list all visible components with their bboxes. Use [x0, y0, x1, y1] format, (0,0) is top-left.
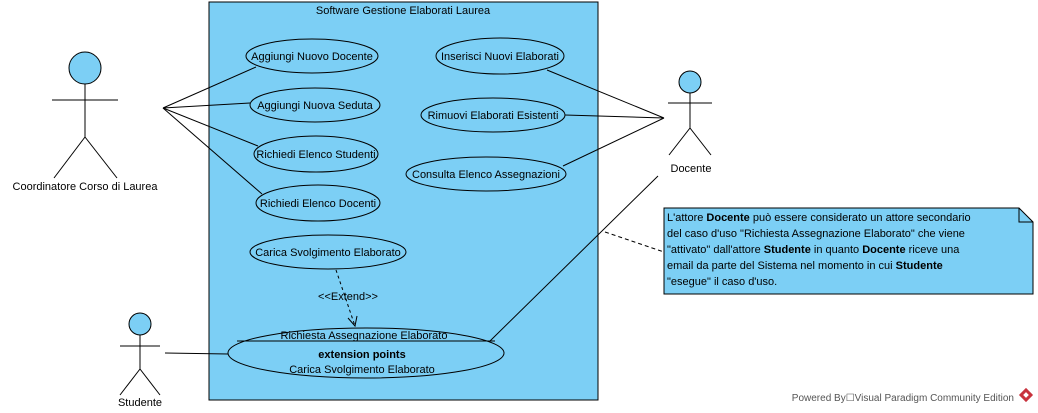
actor-docente[interactable] — [668, 70, 712, 156]
actor-label-studente: Studente — [118, 397, 162, 409]
note-line-3: "attivato" dall'attore Studente in quant… — [667, 244, 960, 256]
note-line-1: L'attore Docente può essere considerato … — [667, 212, 971, 224]
assoc-coord-aggiungi-seduta — [162, 102, 251, 109]
assoc-docente-inserisci — [546, 69, 665, 119]
use-case-richiedi-elenco-studenti[interactable]: Richiedi Elenco Studenti — [253, 135, 379, 173]
use-case-label: Aggiungi Nuova Seduta — [257, 100, 373, 112]
use-case-aggiungi-nuovo-docente[interactable]: Aggiungi Nuovo Docente — [245, 38, 379, 74]
actor-head — [128, 312, 152, 336]
use-case-label: Carica Svolgimento Elaborato — [255, 247, 401, 259]
extend-arrowhead — [347, 315, 358, 328]
use-case-rimuovi-elaborati-esistenti[interactable]: Rimuovi Elaborati Esistenti — [420, 97, 566, 133]
assoc-docente-rimuovi — [564, 114, 665, 119]
visual-paradigm-logo-icon — [1018, 387, 1034, 403]
assoc-coord-aggiungi-docente — [162, 66, 257, 109]
use-case-consulta-elenco-assegnazioni[interactable]: Consulta Elenco Assegnazioni — [405, 156, 567, 192]
extend-label: <<Extend>> — [318, 291, 378, 303]
assoc-docente-richiesta — [489, 175, 659, 342]
system-title: Software Gestione Elaborati Laurea — [316, 5, 491, 17]
use-case-label: Richiedi Elenco Studenti — [256, 149, 375, 161]
note-line-2: del caso d'uso "Richiesta Assegnazione E… — [667, 228, 965, 240]
note[interactable]: L'attore Docente può essere considerato … — [663, 207, 1034, 295]
use-case-label: Aggiungi Nuovo Docente — [251, 51, 373, 63]
use-case-inserisci-nuovi-elaborati[interactable]: Inserisci Nuovi Elaborati — [435, 37, 565, 75]
use-case-label: Consulta Elenco Assegnazioni — [412, 169, 560, 181]
use-case-label: Rimuovi Elaborati Esistenti — [428, 110, 559, 122]
actor-label-docente: Docente — [671, 163, 712, 175]
use-case-richiesta-assegnazione-elaborato[interactable]: Richiesta Assegnazione Elaborato extensi… — [227, 327, 505, 379]
use-case-label: Richiedi Elenco Docenti — [260, 198, 376, 210]
actor-head — [678, 70, 702, 94]
note-body — [663, 207, 1034, 295]
associations — [162, 66, 665, 355]
extend-arrow-line — [335, 269, 356, 327]
note-connector — [604, 231, 665, 253]
extension-points-header: extension points — [318, 349, 405, 361]
assoc-coord-richiedi-studenti — [162, 107, 259, 147]
powered-by-label: Powered By☐Visual Paradigm Community Edi… — [792, 393, 1014, 404]
note-line-4: email da parte del Sistema nel momento i… — [667, 260, 943, 272]
actor-head — [68, 51, 102, 85]
use-case-aggiungi-nuova-seduta[interactable]: Aggiungi Nuova Seduta — [249, 87, 381, 123]
use-case-carica-svolgimento-elaborato[interactable]: Carica Svolgimento Elaborato — [249, 234, 407, 270]
note-fold — [1018, 208, 1033, 223]
actor-label-coordinatore: Coordinatore Corso di Laurea — [13, 181, 159, 193]
actor-coordinatore[interactable] — [52, 51, 118, 179]
note-line-5: "esegue" il caso d'uso. — [667, 276, 777, 288]
use-case-label: Richiesta Assegnazione Elaborato — [281, 330, 448, 342]
actor-studente[interactable] — [119, 312, 161, 396]
use-case-label: Inserisci Nuovi Elaborati — [441, 51, 559, 63]
extension-point-item: Carica Svolgimento Elaborato — [289, 364, 435, 376]
assoc-docente-consulta — [562, 117, 665, 167]
assoc-coord-richiedi-docenti — [162, 107, 263, 195]
assoc-studente-richiesta — [164, 352, 229, 355]
use-case-richiedi-elenco-docenti[interactable]: Richiedi Elenco Docenti — [255, 184, 381, 222]
